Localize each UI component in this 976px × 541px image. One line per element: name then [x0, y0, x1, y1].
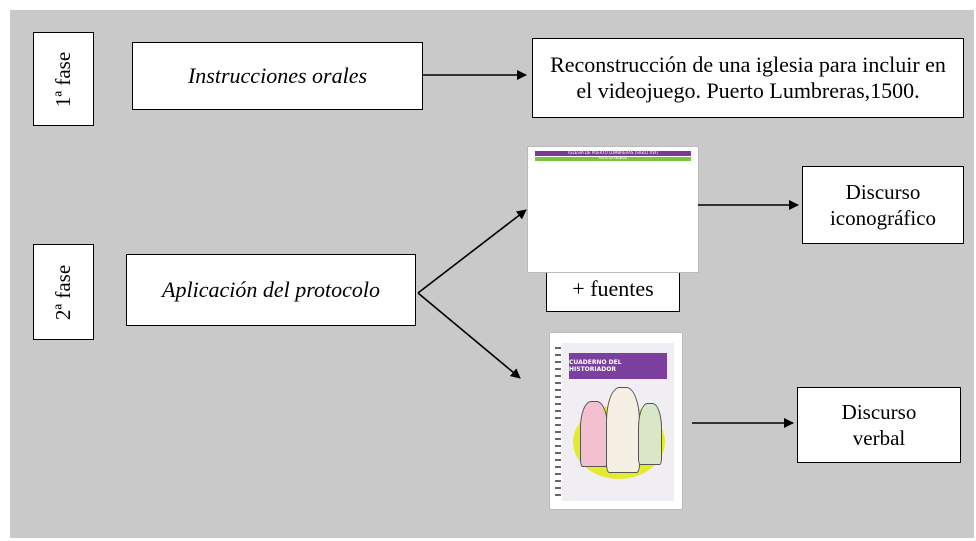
fuentes-box: + fuentes — [546, 266, 680, 312]
instrucciones-box: Instrucciones orales — [132, 42, 423, 110]
phase-2-label: 2ª fase — [33, 244, 94, 340]
notebook-cover-thumbnail: CUADERNO DEL HISTORIADOR — [550, 333, 682, 509]
arrow-protocolo-to-notebook — [417, 292, 521, 379]
notebook-titlebar: CUADERNO DEL HISTORIADOR — [569, 353, 667, 379]
sheet-green-bar — [535, 157, 691, 161]
discurso-verbal-box: Discurso verbal — [797, 387, 961, 463]
aplicacion-text: Aplicación del protocolo — [162, 277, 380, 302]
protocol-sheet-thumbnail: IGLESIA DE PUERTO LUMBRERAS (SIGLO XVI) … — [528, 147, 698, 272]
illustration-figure-left — [580, 401, 608, 467]
reconstruccion-box: Reconstrucción de una iglesia para inclu… — [532, 38, 964, 118]
discurso-verbal-text: Discurso verbal — [841, 399, 917, 450]
notebook-spiral — [555, 347, 561, 497]
notebook-title: CUADERNO DEL HISTORIADOR — [569, 359, 622, 373]
sheet-subtitle: FICHA DE TRABAJO — [598, 156, 628, 160]
discurso-iconografico-text: Discurso iconográfico — [829, 179, 937, 230]
discurso-iconografico-box: Discurso iconográfico — [802, 166, 964, 244]
aplicacion-box: Aplicación del protocolo — [126, 254, 416, 326]
sheet-purple-bar — [535, 151, 691, 156]
fuentes-text: + fuentes — [572, 276, 654, 301]
instrucciones-text: Instrucciones orales — [187, 63, 368, 88]
sheet-title: IGLESIA DE PUERTO LUMBRERAS (SIGLO XVI) — [568, 150, 658, 155]
illustration-figure-right — [638, 403, 662, 465]
reconstruccion-text: Reconstrucción de una iglesia para inclu… — [550, 51, 946, 103]
phase-1-label: 1ª fase — [33, 32, 94, 126]
arrow-protocolo-to-sheet — [417, 209, 527, 294]
